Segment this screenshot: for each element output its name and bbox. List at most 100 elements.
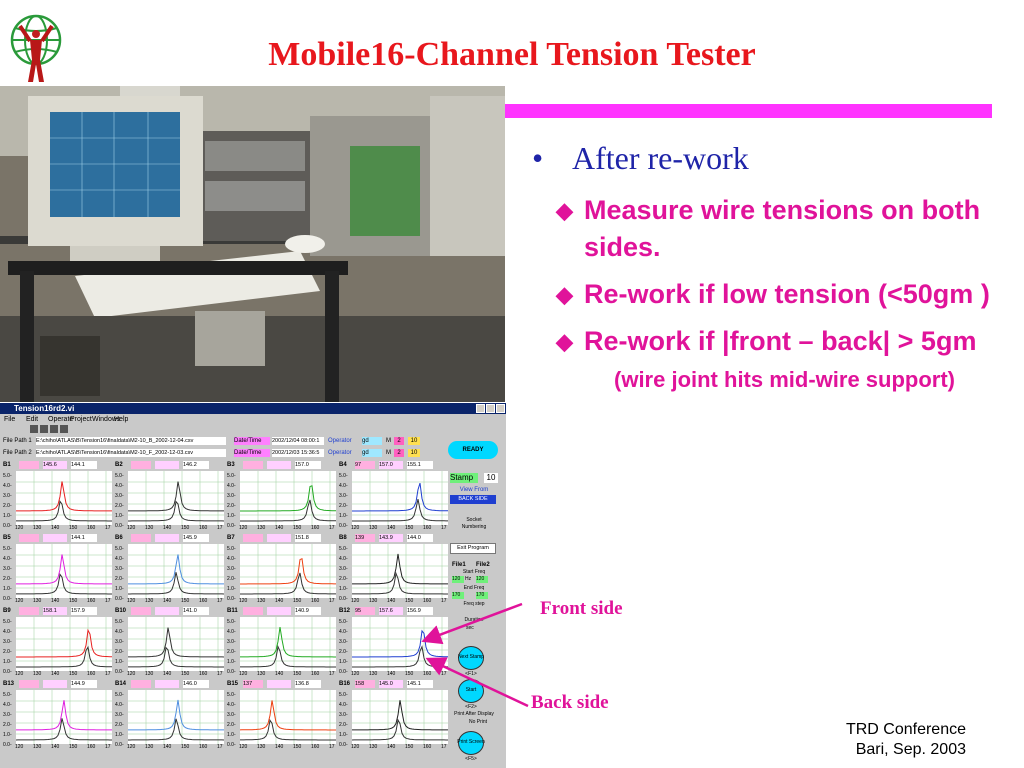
x-tick-label: 140 (51, 671, 60, 677)
m-field-2[interactable]: 2 (394, 449, 404, 457)
joint-note: (wire joint hits mid-wire support) (614, 367, 955, 392)
operator-label-1: Operator (328, 438, 352, 444)
duration-label: Duration (464, 617, 484, 623)
front-curve (128, 699, 224, 731)
menu-item-project[interactable]: Project (70, 416, 92, 423)
channel-plot (240, 544, 336, 598)
y-tick-label: 0.0- (227, 596, 236, 602)
menu-item-windows[interactable]: Windows (92, 416, 121, 423)
y-tick-label: 2.0- (227, 649, 236, 655)
slot-field-1[interactable]: 10 (408, 437, 420, 445)
back-side-label: Back side (531, 692, 609, 713)
operator-field-1[interactable]: gd (362, 437, 382, 445)
exit-program-label: Exit Program (457, 545, 489, 551)
run-continuous-icon[interactable] (40, 425, 48, 433)
y-tick-label: 4.0- (3, 556, 12, 562)
x-tick-label: 160 (199, 671, 208, 677)
x-tick-label: 120 (239, 671, 248, 677)
end-freq-1[interactable]: 170 (452, 592, 464, 599)
freq-step-label: Freq step (463, 601, 485, 607)
channel-plot (240, 690, 336, 744)
y-tick-label: 2.0- (339, 576, 348, 582)
y-tick-label: 4.0- (115, 556, 124, 562)
slot-field-2[interactable]: 10 (408, 449, 420, 457)
start-freq-2[interactable]: 120 (476, 576, 488, 583)
channel-freq-2: 136.8 (295, 680, 321, 688)
channel-freq-1 (43, 680, 67, 688)
back-curve (128, 500, 224, 522)
front-arrow (421, 602, 523, 645)
minimize-icon[interactable] (476, 404, 485, 413)
channel-plot (128, 544, 224, 598)
x-tick-label: 150 (293, 671, 302, 677)
channel-freq-2: 157.0 (295, 461, 321, 469)
f1-key-label: <F1> (465, 671, 477, 677)
print-screen-button[interactable] (458, 731, 484, 755)
channel-value-1 (19, 680, 39, 688)
start-freq-1[interactable]: 120 (452, 576, 464, 583)
x-tick-label: 17 (217, 598, 223, 604)
channel-freq-2: 144.1 (71, 534, 97, 542)
channel-freq-2: 144.1 (71, 461, 97, 469)
channel-freq-2: 140.9 (295, 607, 321, 615)
title-accent-bar (505, 104, 992, 118)
y-tick-label: 3.0- (3, 639, 12, 645)
back-side-button[interactable] (450, 495, 496, 504)
x-tick-label: 140 (275, 671, 284, 677)
channel-freq-2: 151.8 (295, 534, 321, 542)
operator-field-2[interactable]: gd (362, 449, 382, 457)
y-tick-label: 2.0- (115, 722, 124, 728)
channel-plot (16, 617, 112, 671)
x-tick-label: 120 (127, 671, 136, 677)
channel-value-1 (243, 607, 263, 615)
stop-icon[interactable] (50, 425, 58, 433)
y-tick-label: 0.0- (115, 523, 124, 529)
menu-item-file[interactable]: File (4, 416, 16, 423)
file-path-field-2[interactable]: E:\chiho\ATLAS\B\Tension16\finaldata\M2-… (36, 449, 226, 457)
menu-item-operate[interactable]: Operate (48, 416, 74, 423)
channel-label: B15 (227, 681, 239, 687)
y-tick-label: 4.0- (339, 702, 348, 708)
bullet-list: • After re-work ◆ Measure wire tensions … (530, 138, 1015, 396)
next-stamp-button[interactable] (458, 646, 484, 670)
stamp-field[interactable]: 10 (484, 473, 498, 483)
sub-bullet-1: ◆ Measure wire tensions on both sides. (530, 192, 1015, 266)
x-tick-label: 120 (351, 744, 360, 750)
channel-freq-2: 146.2 (183, 461, 209, 469)
y-tick-label: 3.0- (339, 712, 348, 718)
x-tick-label: 120 (127, 598, 136, 604)
run-arrow-icon[interactable] (30, 425, 38, 433)
slide-title: Mobile16-Channel Tension Tester (268, 36, 756, 73)
menu-item-edit[interactable]: Edit (26, 416, 39, 423)
menu-item-help[interactable]: Help (114, 416, 129, 423)
y-tick-label: 0.0- (115, 596, 124, 602)
date-field-1[interactable]: 2002/12/04 08:00:1 (272, 437, 324, 445)
exit-program-button[interactable] (450, 543, 496, 554)
front-curve (128, 627, 224, 658)
maximize-icon[interactable] (486, 404, 495, 413)
x-tick-label: 17 (329, 671, 335, 677)
ready-button[interactable] (448, 441, 498, 459)
channel-plot (128, 617, 224, 671)
pause-icon[interactable] (60, 425, 68, 433)
m-field-1[interactable]: 2 (394, 437, 404, 445)
y-tick-label: 1.0- (339, 659, 348, 665)
y-tick-label: 1.0- (339, 732, 348, 738)
y-tick-label: 1.0- (227, 732, 236, 738)
date-field-2[interactable]: 2002/12/03 15:36:5 (272, 449, 324, 457)
channel-value-1: 137 (243, 680, 263, 688)
x-tick-label: 130 (257, 671, 266, 677)
channel-freq-2: 144.9 (71, 680, 97, 688)
file-path-field-1[interactable]: E:\chiho\ATLAS\B\Tension16\finaldata\M2-… (36, 437, 226, 445)
channel-freq-1 (155, 607, 179, 615)
channel-label: B7 (227, 535, 235, 541)
channel-plot (16, 544, 112, 598)
y-tick-label: 1.0- (115, 659, 124, 665)
end-freq-2[interactable]: 170 (476, 592, 488, 599)
start-button[interactable] (458, 679, 484, 703)
close-icon[interactable] (496, 404, 505, 413)
